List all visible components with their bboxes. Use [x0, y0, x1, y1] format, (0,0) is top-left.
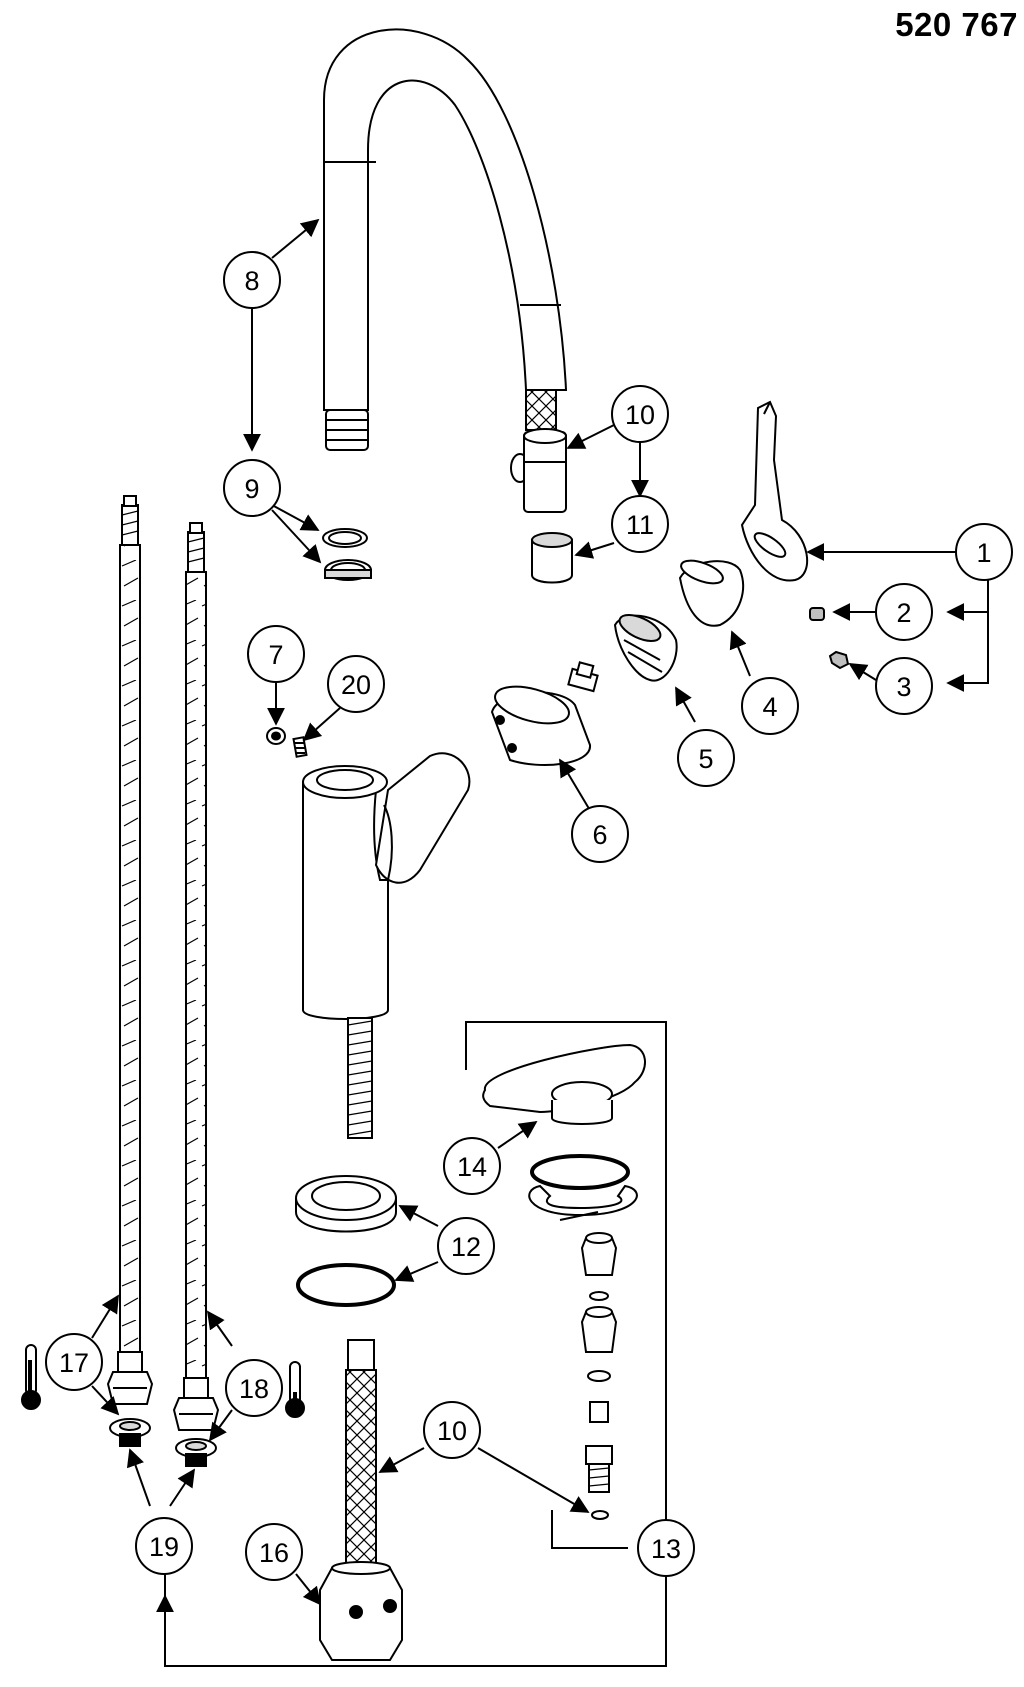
callout-13: 13	[637, 1519, 695, 1577]
mounting-plate	[482, 1043, 646, 1125]
set-screw	[266, 727, 286, 745]
svg-text:7: 7	[268, 640, 283, 670]
supply-hose-cold	[172, 522, 220, 1431]
aerator	[531, 532, 573, 584]
callout-2: 2	[875, 583, 933, 641]
svg-text:5: 5	[698, 744, 713, 774]
svg-text:8: 8	[244, 266, 259, 296]
callouts: 8 9 10 11 1 2 3 4 5 6 7 20 14 12 17 18 1…	[45, 251, 1013, 1581]
spout-hose-fitting	[510, 428, 567, 513]
callout-12: 12	[437, 1217, 495, 1275]
svg-text:14: 14	[457, 1152, 487, 1182]
callout-20: 20	[327, 655, 385, 713]
callout-3: 3	[875, 657, 933, 715]
thermometer-hot-icon	[21, 1344, 41, 1410]
retaining-nut	[613, 614, 678, 682]
base-o-ring	[296, 1263, 396, 1307]
mounting-hardware	[580, 1232, 618, 1520]
threaded-rod	[347, 1017, 373, 1139]
cartridge	[490, 661, 599, 766]
callout-8: 8	[223, 251, 281, 309]
svg-text:4: 4	[762, 692, 777, 722]
callout-9: 9	[223, 459, 281, 517]
grub-screw	[809, 607, 825, 621]
spout	[323, 28, 568, 451]
svg-text:12: 12	[451, 1232, 481, 1262]
callout-17: 17	[45, 1333, 103, 1391]
callout-19: 19	[135, 1517, 193, 1575]
leader-lines	[91, 218, 989, 1667]
supply-hose-hot	[106, 495, 154, 1405]
callout-14: 14	[443, 1137, 501, 1195]
svg-text:19: 19	[149, 1532, 179, 1562]
callout-11: 11	[611, 495, 669, 553]
svg-text:16: 16	[259, 1538, 289, 1568]
horseshoe-washer	[528, 1184, 638, 1221]
svg-text:9: 9	[244, 474, 259, 504]
mounting-o-ring	[530, 1154, 630, 1190]
svg-text:10: 10	[437, 1416, 467, 1446]
svg-text:18: 18	[239, 1374, 269, 1404]
hose-weight	[319, 1561, 403, 1661]
svg-text:11: 11	[626, 510, 654, 540]
pull-out-hose	[345, 1339, 377, 1571]
faucet-body	[302, 752, 471, 1020]
pin-screw	[292, 736, 308, 758]
svg-text:1: 1	[976, 538, 991, 568]
svg-text:3: 3	[896, 672, 911, 702]
adapter-hot	[109, 1418, 151, 1447]
thermometer-cold-icon	[285, 1361, 305, 1418]
adapter-cold	[175, 1438, 217, 1467]
svg-text:13: 13	[651, 1534, 681, 1564]
callout-10-upper: 10	[611, 385, 669, 443]
lever-handle	[740, 400, 809, 582]
callout-4: 4	[741, 677, 799, 735]
svg-text:2: 2	[896, 598, 911, 628]
svg-text:20: 20	[341, 670, 371, 700]
callout-7: 7	[247, 625, 305, 683]
callout-10-lower: 10	[423, 1401, 481, 1459]
cartridge-cover	[678, 559, 745, 627]
callout-18: 18	[225, 1359, 283, 1417]
callout-16: 16	[245, 1523, 303, 1581]
handle-cap	[828, 650, 850, 670]
base-flange	[295, 1175, 397, 1233]
svg-text:6: 6	[592, 820, 607, 850]
spout-rings	[322, 528, 372, 581]
callout-5: 5	[677, 729, 735, 787]
callout-1: 1	[955, 523, 1013, 581]
svg-text:10: 10	[625, 400, 655, 430]
page-title: 520 767	[895, 6, 1018, 43]
svg-text:17: 17	[59, 1348, 89, 1378]
callout-6: 6	[571, 805, 629, 863]
